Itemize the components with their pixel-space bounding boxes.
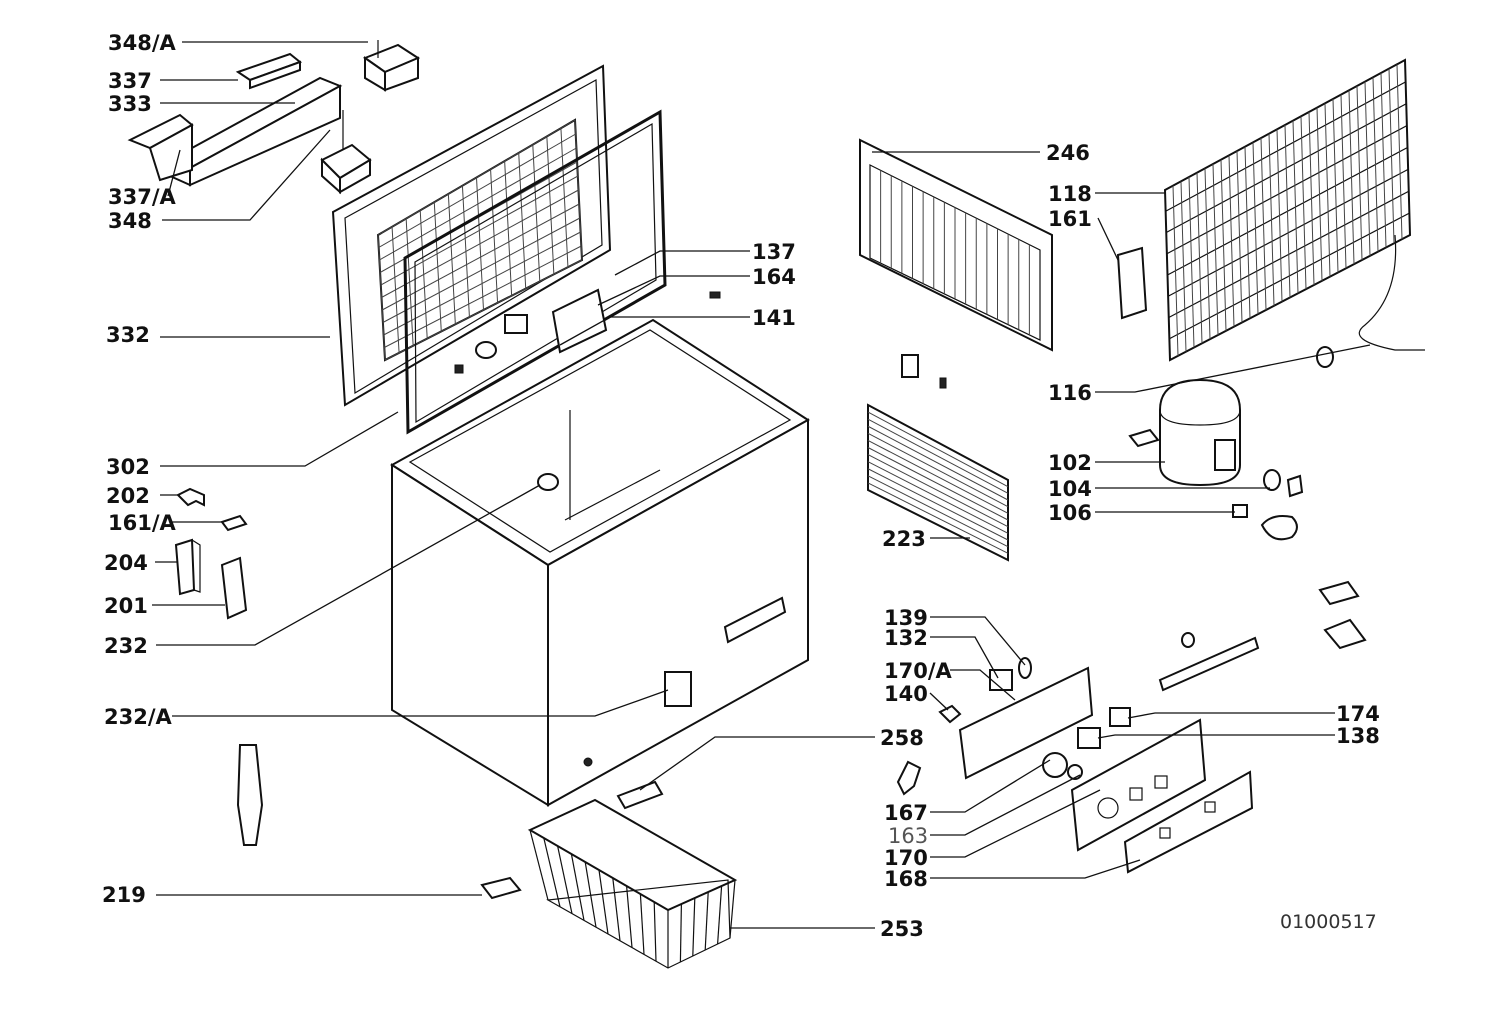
compressor-102	[1128, 378, 1241, 487]
hinge-cover-337	[235, 52, 303, 90]
callout-337: 337	[108, 69, 152, 93]
callout-202: 202	[106, 484, 150, 508]
lock-plate-164	[551, 288, 608, 354]
thermostat-parts	[1158, 580, 1367, 692]
scraper	[236, 744, 264, 846]
relay-104	[1263, 469, 1304, 498]
clip-219	[480, 876, 522, 900]
callout-161: 161	[1048, 207, 1092, 231]
callout-332: 332	[106, 323, 150, 347]
callout-104: 104	[1048, 477, 1092, 501]
callout-253: 253	[880, 917, 924, 941]
freezer-cabinet	[390, 318, 810, 807]
callout-204: 204	[104, 551, 148, 575]
callout-223: 223	[882, 527, 926, 551]
hinge-bracket-348	[320, 110, 372, 195]
callout-137: 137	[752, 240, 796, 264]
callout-232: 232	[104, 634, 148, 658]
callout-348: 348	[108, 209, 152, 233]
callout-348a: 348/A	[108, 31, 177, 55]
callout-174: 174	[1336, 702, 1380, 726]
callout-201: 201	[104, 594, 148, 618]
callout-258: 258	[880, 726, 924, 750]
callout-138: 138	[1336, 724, 1380, 748]
condenser-118	[1163, 58, 1425, 368]
clip-202	[176, 487, 205, 507]
hinge-cover-204	[174, 538, 201, 596]
cover-168	[1123, 770, 1254, 874]
lid-gasket-302	[403, 109, 667, 435]
callout-170a: 170/A	[884, 659, 953, 683]
callout-170: 170	[884, 846, 928, 870]
callout-labels: 348/A 337 333 337/A 348 332 302 202 161/…	[102, 31, 1380, 941]
hinge-cover-337a	[127, 113, 194, 182]
callout-164: 164	[752, 265, 796, 289]
bracket-161	[1116, 246, 1148, 320]
control-mounting-plate-170a	[896, 657, 1094, 796]
hinge-201	[220, 556, 248, 620]
leader-lines	[152, 41, 1371, 929]
callout-102: 102	[1048, 451, 1092, 475]
callout-337a: 337/A	[108, 185, 177, 209]
lock-141	[454, 291, 721, 374]
callout-167: 167	[884, 801, 928, 825]
callout-118: 118	[1048, 182, 1092, 206]
grille-223	[867, 354, 1009, 562]
callout-219: 219	[102, 883, 146, 907]
callout-333: 333	[108, 92, 152, 116]
callout-141: 141	[752, 306, 796, 330]
callout-140: 140	[884, 682, 928, 706]
hinge-block-348a	[362, 40, 421, 92]
front-panel-170	[1070, 718, 1207, 852]
callout-246: 246	[1046, 141, 1090, 165]
document-number: 01000517	[1280, 911, 1377, 933]
callout-139: 139	[884, 606, 928, 630]
callout-116: 116	[1048, 381, 1092, 405]
callout-232a: 232/A	[104, 705, 173, 729]
callout-302: 302	[106, 455, 150, 479]
cover-panel-246	[859, 138, 1053, 352]
callout-161a: 161/A	[108, 511, 177, 535]
clip-161a	[220, 514, 248, 532]
wire-basket-253	[527, 798, 738, 969]
hinge-bar-333	[167, 76, 343, 187]
callout-168: 168	[884, 867, 928, 891]
callout-163: 163	[888, 824, 928, 848]
lid-332	[331, 64, 612, 407]
callout-106: 106	[1048, 501, 1092, 525]
grommet-106	[1232, 504, 1298, 541]
hinge-block-258	[616, 780, 664, 810]
callout-132: 132	[884, 626, 928, 650]
